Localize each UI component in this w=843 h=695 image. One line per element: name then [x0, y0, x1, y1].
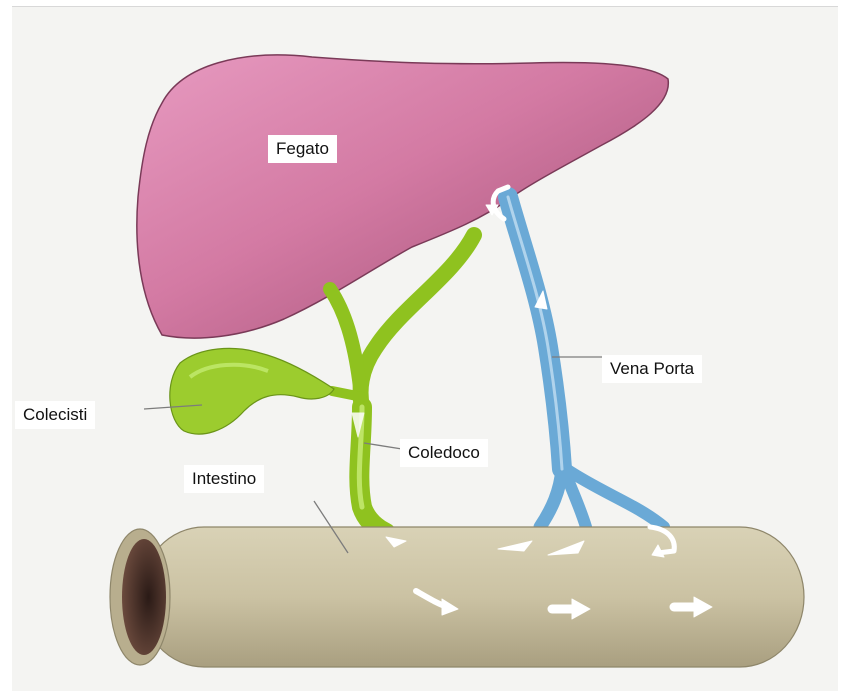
- label-vena-porta: Vena Porta: [602, 355, 702, 383]
- label-colecisti: Colecisti: [15, 401, 95, 429]
- label-fegato: Fegato: [268, 135, 337, 163]
- liver-shape: [137, 55, 668, 338]
- label-coledoco: Coledoco: [400, 439, 488, 467]
- intestine-shape: [110, 527, 804, 667]
- label-intestino: Intestino: [184, 465, 264, 493]
- gallbladder-shape: [170, 348, 334, 434]
- diagram-frame: Fegato Vena Porta Colecisti Coledoco Int…: [12, 6, 838, 691]
- liver-circulation-illustration: [12, 7, 838, 691]
